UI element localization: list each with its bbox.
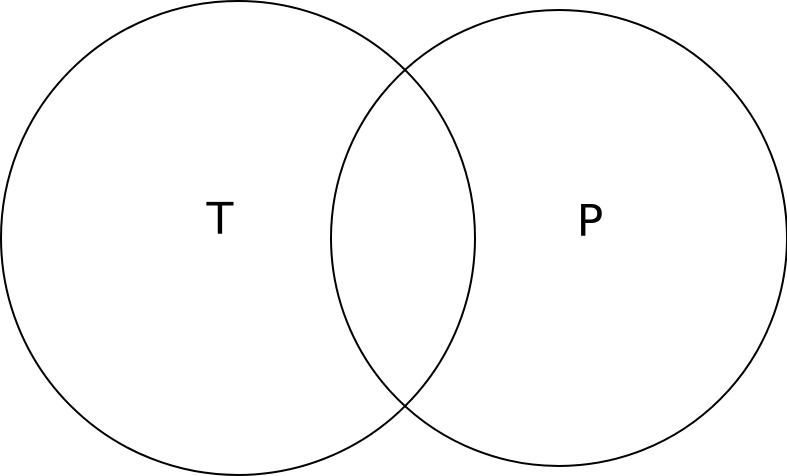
set-p-circle	[330, 9, 787, 467]
set-t-circle	[0, 0, 476, 476]
set-p-label: P	[577, 196, 604, 247]
set-t-label: T	[206, 194, 234, 245]
